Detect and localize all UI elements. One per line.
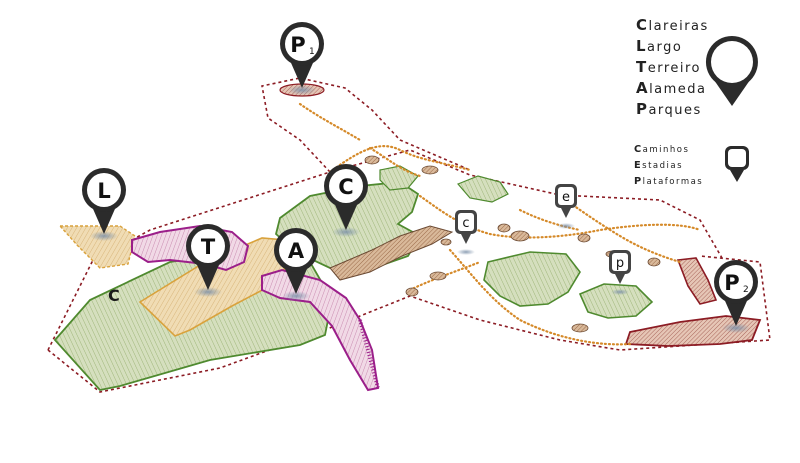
pin-sublabel: 1 (309, 47, 315, 57)
pin-shadow (557, 223, 575, 229)
pin-label: C (338, 175, 353, 199)
platforms (364, 155, 661, 333)
pin-shadow (722, 323, 750, 333)
square-pin-face (558, 187, 574, 205)
clearing-east-2 (578, 283, 654, 319)
pin-shadow (457, 249, 475, 255)
pin-shadow (288, 85, 316, 95)
marker-c[interactable]: C (324, 164, 368, 237)
map-pin-icon (705, 36, 758, 106)
pin-label: A (288, 239, 305, 263)
square-pin-tail (615, 274, 625, 284)
square-pin-icon (725, 146, 749, 182)
square-pin-tail (461, 234, 471, 244)
pin-shadow (611, 289, 629, 295)
pin-face (279, 233, 313, 267)
pin-label: L (97, 179, 110, 203)
pin-face (285, 27, 319, 61)
square-pin-label: e (562, 190, 570, 205)
pin-label: P (290, 33, 305, 57)
pin-shadow (282, 291, 310, 301)
square-pin-label: p (616, 256, 624, 271)
path-strip (329, 225, 454, 281)
pin-shadow (332, 227, 360, 237)
park-p2-strip (676, 257, 718, 305)
clearing-east-1 (483, 251, 581, 307)
pin-shadow (90, 231, 118, 241)
marker-small-p[interactable]: p (609, 250, 631, 295)
pin-label: T (201, 235, 216, 259)
marker-l[interactable]: L (82, 168, 126, 241)
clearing-c-label: C (108, 286, 120, 305)
square-pin-face (458, 213, 474, 231)
square-pin-tail (561, 208, 571, 218)
pin-label: P (724, 271, 739, 295)
clearing-north-1 (456, 175, 509, 203)
pin-shadow (194, 287, 222, 297)
square-pin-label: c (462, 216, 469, 231)
marker-small-e[interactable]: e (555, 184, 577, 229)
pin-face (719, 265, 753, 299)
pin-face (329, 169, 363, 203)
pin-face (191, 229, 225, 263)
clearing-north-2 (379, 165, 419, 191)
pin-face (87, 173, 121, 207)
park-p2-area (624, 315, 762, 347)
pin-sublabel: 2 (743, 285, 749, 295)
square-pin-face (612, 253, 628, 271)
square-markers: c e p (455, 184, 631, 295)
marker-t[interactable]: T (186, 224, 230, 297)
marker-a[interactable]: A (274, 228, 318, 301)
marker-small-c[interactable]: c (455, 210, 477, 255)
